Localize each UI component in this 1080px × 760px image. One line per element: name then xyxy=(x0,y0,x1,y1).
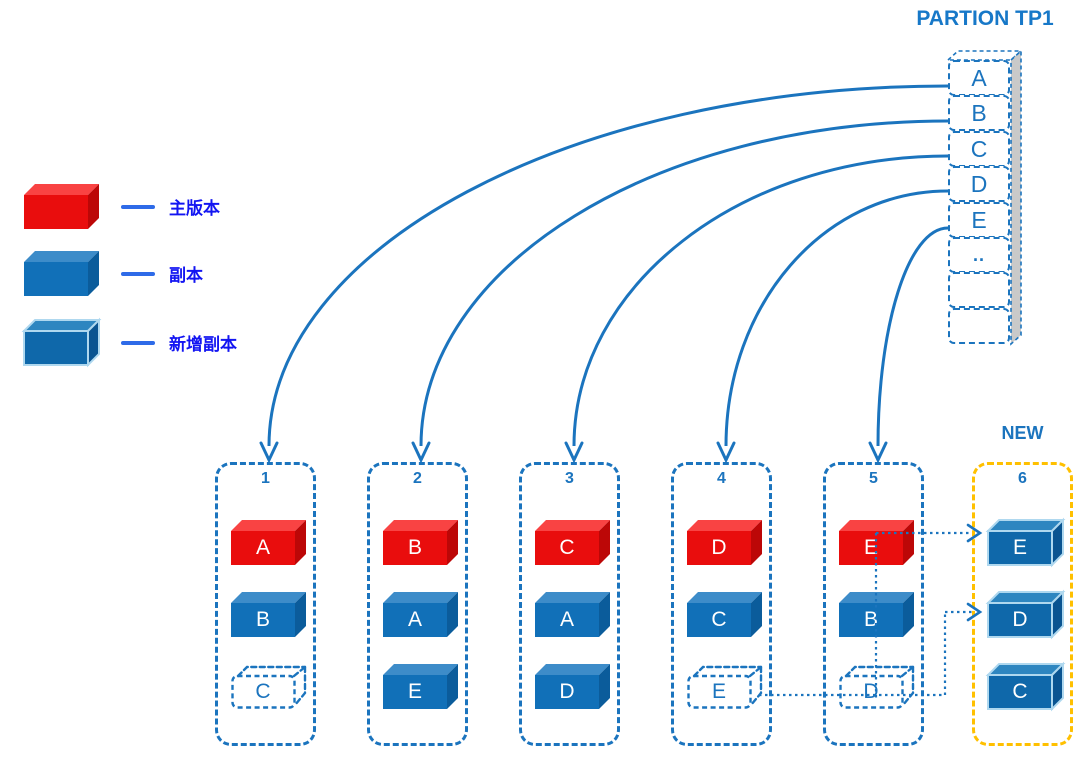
arrowhead-node3 xyxy=(564,441,584,464)
new-node-label: NEW xyxy=(1001,423,1044,443)
node3-box-D: D xyxy=(535,664,610,709)
node-3-number: 3 xyxy=(565,470,574,487)
legend-dash xyxy=(121,271,155,276)
legend-label-primary: 主版本 xyxy=(169,199,220,218)
legend-replica-box-icon xyxy=(24,251,99,296)
node3-box-A: A xyxy=(535,592,610,637)
arrowhead-node4 xyxy=(716,441,736,464)
legend-item-new-replica: 新增副本 xyxy=(21,317,237,368)
node1-box-C-removed: C xyxy=(231,664,307,709)
node4-box-E-removed: E xyxy=(687,664,763,709)
legend-new-replica-box-icon xyxy=(21,317,102,368)
stack-cell-B: B xyxy=(948,95,1010,131)
arrowhead-node2 xyxy=(411,441,431,464)
node2-box-E: E xyxy=(383,664,458,709)
node-4: 4 D C E xyxy=(671,462,772,746)
legend-label-replica: 副本 xyxy=(169,266,203,285)
stack-side-face xyxy=(1010,49,1022,346)
node3-box-C: C xyxy=(535,520,610,565)
arrow-D-to-node4 xyxy=(724,189,949,447)
node-1-number: 1 xyxy=(261,470,270,487)
node4-box-D: D xyxy=(687,520,762,565)
arrow-B-to-node2 xyxy=(419,119,949,447)
node6-box-E: E xyxy=(985,517,1066,568)
node-2: 2 B A E xyxy=(367,462,468,746)
arrow-A-to-node1 xyxy=(267,84,949,447)
stack-cell-A: A xyxy=(948,60,1010,96)
legend-dash xyxy=(121,204,155,209)
node6-box-C: C xyxy=(985,661,1066,712)
node-6-new: 6 E D C xyxy=(972,462,1073,746)
legend-item-replica: 副本 xyxy=(24,251,203,296)
node5-box-D-removed: D xyxy=(839,664,915,709)
stack-cell-ellipsis: .. xyxy=(948,237,1010,273)
node-1: 1 A B C xyxy=(215,462,316,746)
node4-box-C: C xyxy=(687,592,762,637)
node-4-number: 4 xyxy=(717,470,726,487)
node6-box-D: D xyxy=(985,589,1066,640)
partition-title: PARTION TP1 xyxy=(916,7,1054,30)
node1-box-A: A xyxy=(231,520,306,565)
node5-box-B: B xyxy=(839,592,914,637)
legend-dash xyxy=(121,340,155,345)
stack-arrows xyxy=(259,84,949,464)
legend-primary-box-icon xyxy=(24,184,99,229)
stack-cell-D: D xyxy=(948,166,1010,202)
legend-label-new-replica: 新增副本 xyxy=(169,335,237,354)
stack-cell-empty-1 xyxy=(948,272,1010,308)
node2-box-A: A xyxy=(383,592,458,637)
stack-cell-C: C xyxy=(948,131,1010,167)
stack-top-face xyxy=(945,50,1024,61)
node-6-number: 6 xyxy=(1018,470,1027,487)
stack-cell-E: E xyxy=(948,202,1010,238)
node-5-number: 5 xyxy=(869,470,878,487)
node-3: 3 C A D xyxy=(519,462,620,746)
arrow-C-to-node3 xyxy=(572,154,949,447)
legend-item-primary: 主版本 xyxy=(24,184,220,229)
stack-cell-empty-2 xyxy=(948,308,1010,344)
node-5: 5 E B D xyxy=(823,462,924,746)
node-2-number: 2 xyxy=(413,470,422,487)
node2-box-B: B xyxy=(383,520,458,565)
node5-box-E: E xyxy=(839,520,914,565)
arrow-E-to-node5 xyxy=(876,226,949,447)
node1-box-B: B xyxy=(231,592,306,637)
arrowhead-node5 xyxy=(868,441,888,464)
arrowhead-node1 xyxy=(259,441,279,464)
